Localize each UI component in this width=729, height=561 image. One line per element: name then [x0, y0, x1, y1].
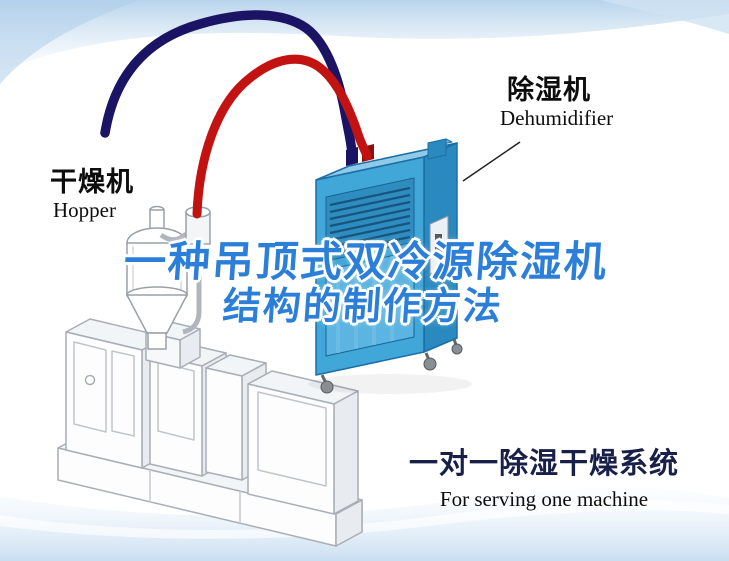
- dehumidifier-label: 除湿机 Dehumidifier: [497, 75, 614, 131]
- supply-air-pipe-blue: [100, 10, 357, 162]
- hopper-label-zh: 干燥机: [50, 167, 134, 197]
- extruder-machine: [57, 318, 363, 547]
- hopper-label-en: Hopper: [53, 198, 116, 223]
- control-panel-icon: [429, 215, 449, 275]
- door-handle-icon: [402, 295, 408, 319]
- background-wave-top: [0, 0, 729, 84]
- patent-title: 一种吊顶式双冷源除湿机 结构的制作方法: [0, 238, 729, 329]
- system-caption-zh: 一对一除湿干燥系统: [408, 448, 679, 480]
- return-air-pipe-red: [192, 54, 372, 219]
- system-caption-en: For serving one machine: [439, 486, 649, 511]
- dehumidifier-label-zh: 除湿机: [507, 75, 591, 105]
- dehumidifier-leader-line: [462, 141, 521, 182]
- hopper-label: 干燥机 Hopper: [50, 167, 134, 223]
- vent-grille-icon: [329, 186, 411, 256]
- patent-title-line1: 一种吊顶式双冷源除湿机: [122, 238, 610, 285]
- patent-title-line2: 结构的制作方法: [221, 286, 505, 329]
- background-wave-bottom: [0, 488, 729, 561]
- hopper-unit: [125, 205, 211, 350]
- dehumidifier-unit: [308, 138, 472, 394]
- dehumidifier-label-en: Dehumidifier: [500, 106, 614, 131]
- system-caption: 一对一除湿干燥系统 For serving one machine: [406, 448, 682, 511]
